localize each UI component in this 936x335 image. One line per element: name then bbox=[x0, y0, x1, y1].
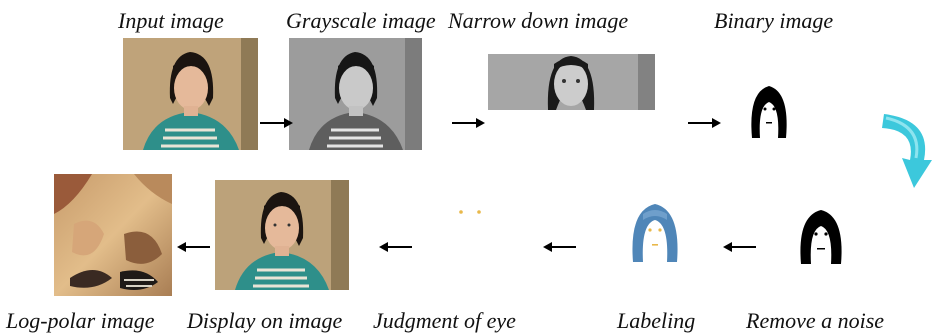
narrow-down-image bbox=[488, 54, 655, 110]
narrow-down-image-label: Narrow down image bbox=[448, 8, 629, 33]
binary-image-label: Binary image bbox=[714, 8, 834, 33]
arrow-left-icon bbox=[378, 240, 412, 254]
remove-a-noise-image bbox=[793, 206, 849, 268]
labeling-label: Labeling bbox=[617, 308, 696, 333]
arrow-right-icon bbox=[452, 116, 486, 130]
arrow-left-icon bbox=[542, 240, 576, 254]
log-polar-image-label: Log-polar image bbox=[6, 308, 155, 333]
arrow-left-icon bbox=[722, 240, 756, 254]
judgment-of-eye-image bbox=[455, 204, 487, 218]
labeling-image bbox=[629, 202, 681, 266]
binary-image bbox=[746, 82, 792, 142]
remove-a-noise-label: Remove a noise bbox=[746, 308, 885, 333]
input-image bbox=[123, 38, 258, 150]
log-polar-image bbox=[54, 174, 172, 296]
judgment-of-eye-label: Judgment of eye bbox=[373, 308, 516, 333]
arrow-right-icon bbox=[688, 116, 722, 130]
display-on-image bbox=[215, 180, 349, 290]
arrow-right-icon bbox=[260, 116, 294, 130]
display-on-image-label: Display on image bbox=[187, 308, 343, 333]
grayscale-image bbox=[289, 38, 422, 150]
input-image-label: Input image bbox=[118, 8, 224, 33]
curved-turn-arrow-icon bbox=[876, 108, 936, 190]
arrow-left-icon bbox=[176, 240, 210, 254]
grayscale-image-label: Grayscale image bbox=[286, 8, 436, 33]
